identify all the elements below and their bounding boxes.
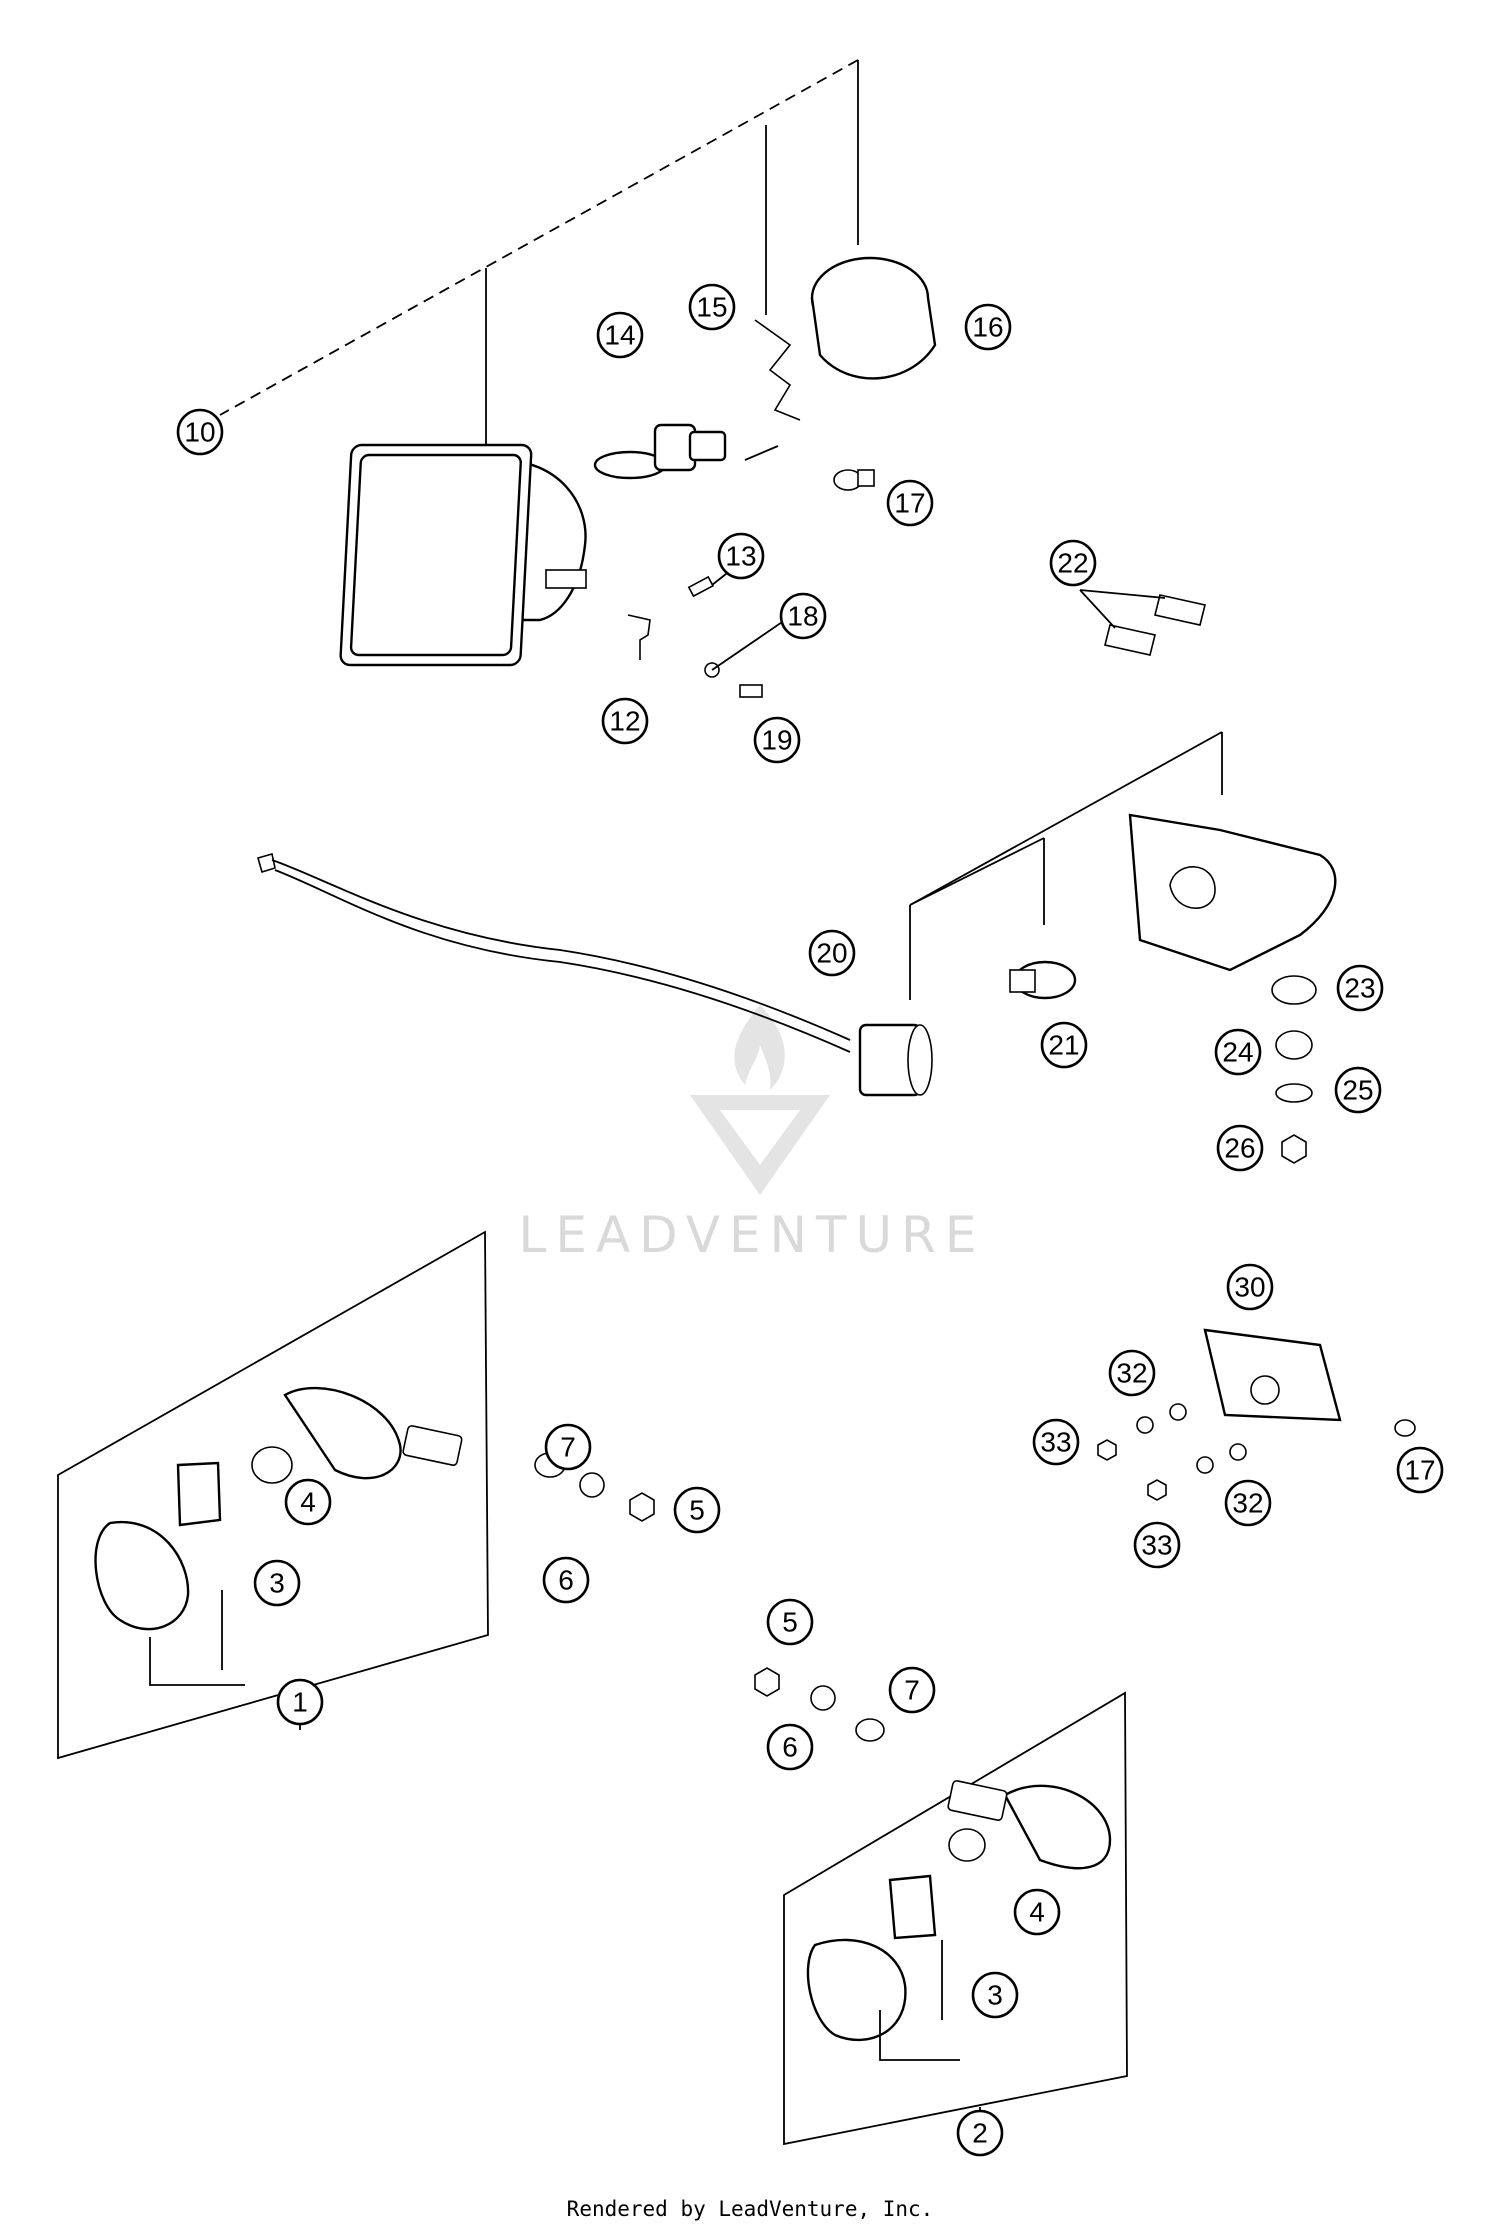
svg-text:21: 21 [1048,1030,1079,1061]
svg-text:24: 24 [1222,1037,1253,1068]
svg-text:22: 22 [1057,548,1088,579]
svg-text:19: 19 [761,725,792,756]
callout-25: 25 [1334,1066,1382,1114]
washer [1275,1083,1313,1103]
callout-23: 23 [1336,964,1384,1012]
callout-1: 1 [276,1678,324,1726]
parking-bulb [833,469,875,491]
callout-14: 14 [596,311,644,359]
svg-text:30: 30 [1234,1272,1265,1303]
svg-text:14: 14 [604,320,635,351]
leadventure-logo-watermark [690,1005,830,1195]
svg-text:5: 5 [782,1607,798,1638]
indicator-right [754,1667,1128,2155]
svg-text:7: 7 [904,1675,920,1706]
callout-15: 15 [688,283,736,331]
callout-6-right: 6 [766,1723,814,1771]
callout-32-upper: 32 [1108,1349,1156,1397]
grommet [1271,975,1317,1005]
callout-4-left: 4 [284,1478,332,1526]
svg-text:1: 1 [292,1687,308,1718]
callout-4-right: 4 [1013,1888,1061,1936]
callout-24: 24 [1214,1028,1262,1076]
rubber-ring [810,256,937,380]
callout-17-plate: 17 [1396,1446,1444,1494]
svg-text:4: 4 [1029,1897,1045,1928]
svg-text:5: 5 [689,1495,705,1526]
headlight-assembly [219,59,1206,698]
watermark-text: LEADVENTURE [519,1206,986,1264]
callout-32-lower: 32 [1224,1479,1272,1527]
svg-text:33: 33 [1040,1427,1071,1458]
svg-text:6: 6 [782,1732,798,1763]
svg-text:32: 32 [1116,1358,1147,1389]
callout-26: 26 [1216,1124,1264,1172]
svg-text:7: 7 [560,1432,576,1463]
callout-5-right: 5 [766,1598,814,1646]
svg-text:18: 18 [787,601,818,632]
callout-12: 12 [601,697,649,745]
callout-22: 22 [1049,539,1097,587]
callout-18: 18 [779,592,827,640]
svg-text:17: 17 [894,488,925,519]
callout-21: 21 [1040,1021,1088,1069]
svg-text:33: 33 [1141,1530,1172,1561]
callout-3-right: 3 [971,1971,1019,2019]
svg-text:23: 23 [1344,973,1375,1004]
callout-33-lower: 33 [1133,1521,1181,1569]
indicator-left [57,1230,655,1760]
svg-text:4: 4 [300,1487,316,1518]
reflector-pads [1079,589,1206,656]
svg-text:26: 26 [1224,1133,1255,1164]
tail-light-housing [1128,813,1337,972]
callout-3-left: 3 [253,1559,301,1607]
svg-text:3: 3 [269,1568,285,1599]
license-plate-light [1097,1328,1416,1501]
callout-17-headlight: 17 [886,479,934,527]
callout-5-left: 5 [673,1486,721,1534]
svg-text:10: 10 [184,417,215,448]
tail-light-assembly [257,731,1337,1164]
headlight-bulb [593,423,727,480]
callout-13: 13 [717,532,765,580]
callout-16: 16 [964,303,1012,351]
callout-2: 2 [956,2109,1004,2157]
svg-text:3: 3 [987,1980,1003,2011]
callout-19: 19 [753,716,801,764]
tail-light-socket [858,1023,933,1097]
svg-text:12: 12 [609,706,640,737]
svg-text:6: 6 [558,1565,574,1596]
screw [687,575,715,598]
spacer [1275,1030,1313,1060]
callout-30: 30 [1226,1263,1274,1311]
svg-text:20: 20 [816,938,847,969]
callout-20: 20 [808,929,856,977]
svg-text:15: 15 [696,292,727,323]
callout-7-right: 7 [888,1666,936,1714]
svg-text:16: 16 [972,312,1003,343]
callout-33-upper: 33 [1032,1418,1080,1466]
callout-7-left: 7 [544,1423,592,1471]
callout-10: 10 [176,408,224,456]
svg-text:17: 17 [1404,1455,1435,1486]
svg-text:32: 32 [1232,1488,1263,1519]
footer-credit: Rendered by LeadVenture, Inc. [567,2197,934,2221]
svg-text:25: 25 [1342,1075,1373,1106]
svg-text:2: 2 [972,2118,988,2149]
tail-light-bulb [1009,960,1077,1000]
nut [1281,1134,1307,1164]
callout-6-left: 6 [542,1556,590,1604]
svg-text:13: 13 [725,541,756,572]
